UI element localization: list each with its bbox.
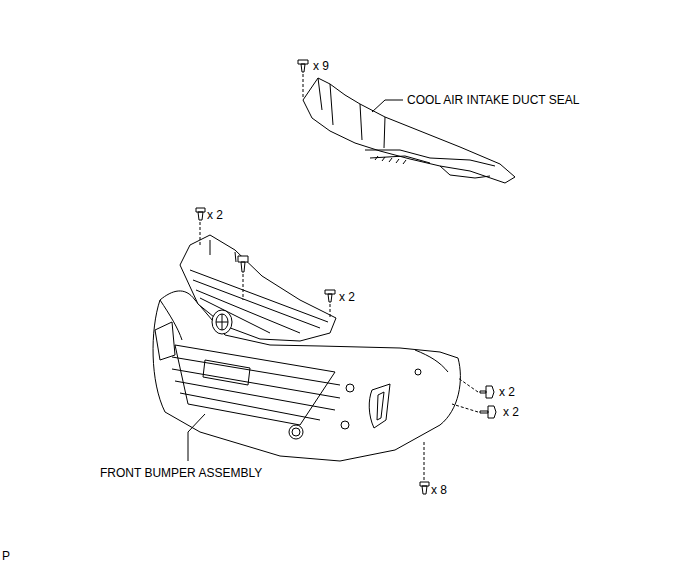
quantity-label: x 2: [339, 290, 355, 304]
clips: [196, 208, 496, 494]
quantity-label: x 2: [503, 405, 519, 419]
leader-line: [372, 100, 403, 112]
leader-line: [188, 414, 205, 461]
page-mark: P: [2, 549, 10, 562]
part-name: COOL AIR INTAKE DUCT SEAL: [407, 93, 580, 107]
quantity-label: x 8: [431, 483, 447, 497]
quantity-label: x 2: [499, 385, 515, 399]
upper-grille: [180, 235, 336, 341]
clip: [298, 60, 308, 98]
part-name: FRONT BUMPER ASSEMBLY: [100, 466, 262, 480]
quantity-label: x 2: [207, 208, 223, 222]
quantity-label: x 9: [313, 59, 329, 73]
